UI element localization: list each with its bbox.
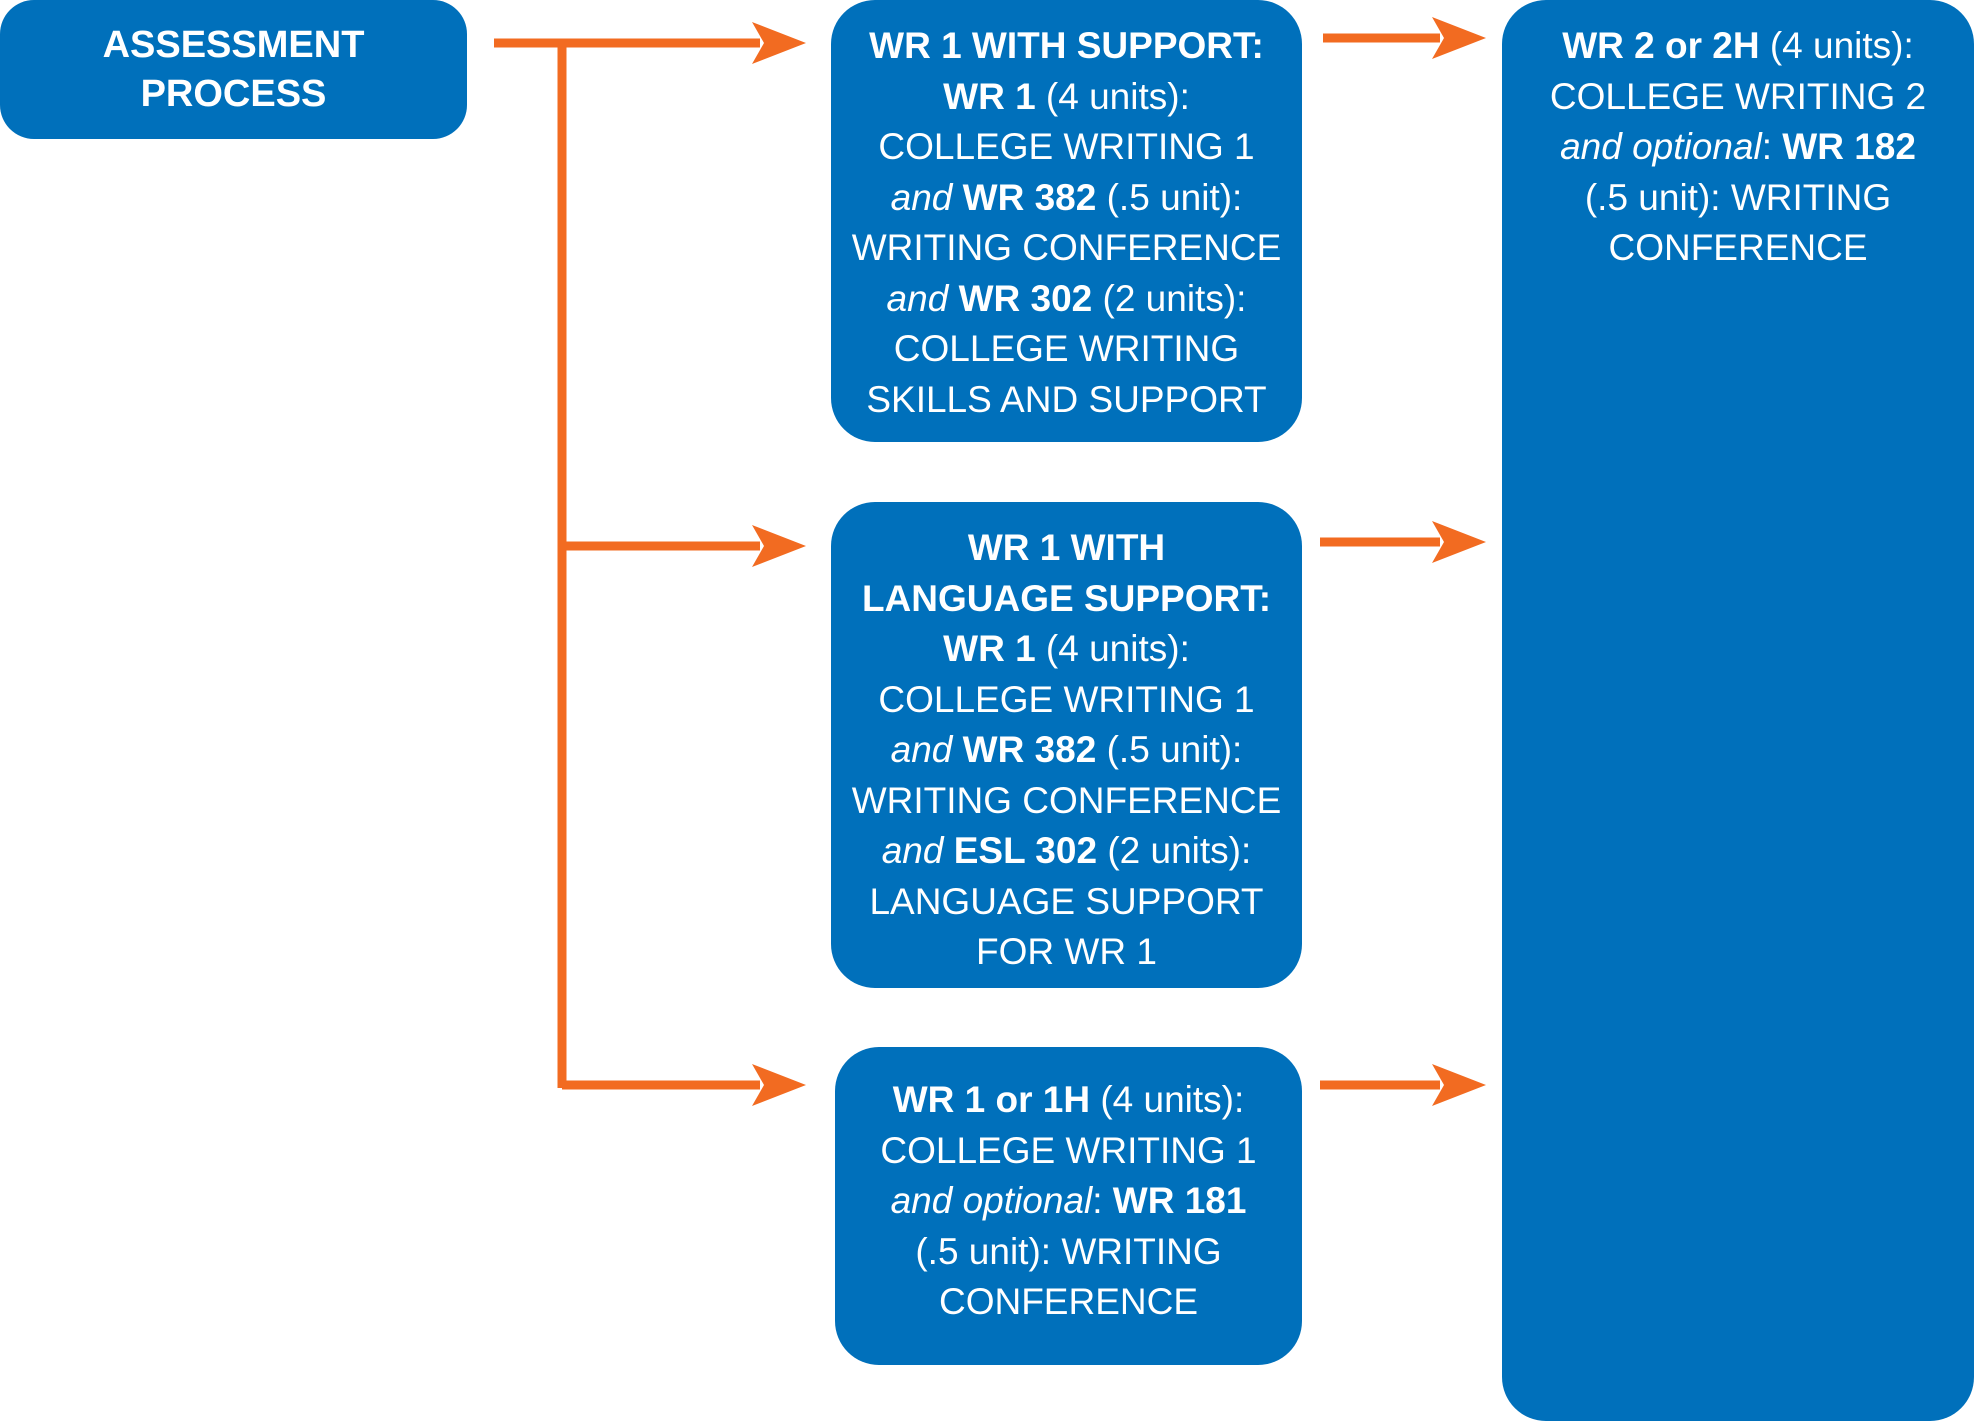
box1-course1: WR 1 — [943, 75, 1036, 117]
arrowhead-final-1 — [1432, 17, 1486, 59]
arrowheads — [752, 17, 1486, 1106]
arrowhead-final-3 — [1432, 1064, 1486, 1106]
box2-course3-units: (2 units): — [1097, 830, 1252, 871]
box1-course1-title: COLLEGE WRITING 1 — [878, 126, 1255, 167]
box3-course1-title: COLLEGE WRITING 1 — [880, 1129, 1257, 1171]
final-optional: and optional — [1560, 126, 1762, 167]
box2-heading-2: LANGUAGE SUPPORT: — [861, 577, 1272, 619]
box3-course1-units: (4 units): — [1090, 1079, 1245, 1120]
box2-course1: WR 1 — [943, 628, 1036, 669]
box3-course1: WR 1 or 1H — [892, 1079, 1091, 1120]
final-course2-title: CONFERENCE — [1608, 227, 1868, 268]
box2-heading-1: WR 1 WITH — [967, 527, 1166, 568]
final-course1: WR 2 or 2H — [1562, 25, 1760, 66]
final-course2: WR 182 — [1782, 126, 1916, 167]
arrowhead-box2 — [752, 525, 806, 567]
box2-course2-units: (.5 unit): — [1096, 729, 1243, 770]
arrowhead-box1 — [752, 22, 806, 64]
box2-course3-title-2: FOR WR 1 — [976, 931, 1157, 972]
box2-course2-title: WRITING CONFERENCE — [851, 779, 1282, 821]
box1-and-1: and — [890, 176, 953, 218]
box2-course3: ESL 302 — [953, 830, 1098, 871]
box1-course3-title-2: SKILLS AND SUPPORT — [866, 378, 1267, 420]
box1-course3: WR 302 — [958, 277, 1093, 319]
start-line-2: PROCESS — [140, 73, 327, 115]
box3-course2-title: CONFERENCE — [938, 1281, 1199, 1322]
box1-course2: WR 382 — [962, 176, 1097, 218]
wr1-with-support-box: WR 1 WITH SUPPORT: WR 1 (4 units): COLLE… — [831, 0, 1302, 442]
box1-course3-units: (2 units): — [1092, 277, 1247, 319]
final-course2-units: (.5 unit): WRITING — [1584, 176, 1892, 218]
box1-course3-title-1: COLLEGE WRITING — [893, 328, 1240, 369]
box3-colon: : — [1092, 1180, 1113, 1221]
box1-course1-units: (4 units): — [1035, 75, 1190, 117]
box2-course1-title: COLLEGE WRITING 1 — [878, 678, 1255, 720]
final-colon: : — [1761, 126, 1783, 167]
box1-course2-title: WRITING CONFERENCE — [851, 227, 1282, 268]
final-course1-units: (4 units): — [1759, 25, 1914, 66]
box1-heading: WR 1 WITH SUPPORT: — [869, 25, 1264, 66]
wr2-or-2h-box: WR 2 or 2H (4 units): COLLEGE WRITING 2 … — [1502, 0, 1974, 1421]
box2-course3-title-1: LANGUAGE SUPPORT — [869, 880, 1264, 922]
arrowhead-final-2 — [1432, 521, 1486, 563]
wr1-with-language-support-box: WR 1 WITH LANGUAGE SUPPORT: WR 1 (4 unit… — [831, 502, 1302, 988]
box3-optional: and optional — [890, 1180, 1093, 1221]
box3-course2: WR 181 — [1112, 1180, 1247, 1221]
arrowhead-box3 — [752, 1064, 806, 1106]
connector-lines — [494, 33, 1440, 1090]
box3-course2-units: (.5 unit): WRITING — [915, 1230, 1222, 1272]
box2-course1-units: (4 units): — [1035, 628, 1190, 669]
box2-and-2: and — [881, 830, 944, 871]
final-course1-title: COLLEGE WRITING 2 — [1549, 75, 1927, 117]
start-line-1: ASSESSMENT — [102, 24, 365, 66]
wr1-or-1h-box: WR 1 or 1H (4 units): COLLEGE WRITING 1 … — [835, 1047, 1302, 1365]
assessment-process-box: ASSESSMENT PROCESS — [0, 0, 467, 139]
box2-course2: WR 382 — [962, 729, 1097, 770]
box1-and-2: and — [886, 277, 949, 319]
box2-and-1: and — [890, 729, 953, 770]
box1-course2-units: (.5 unit): — [1096, 176, 1243, 218]
